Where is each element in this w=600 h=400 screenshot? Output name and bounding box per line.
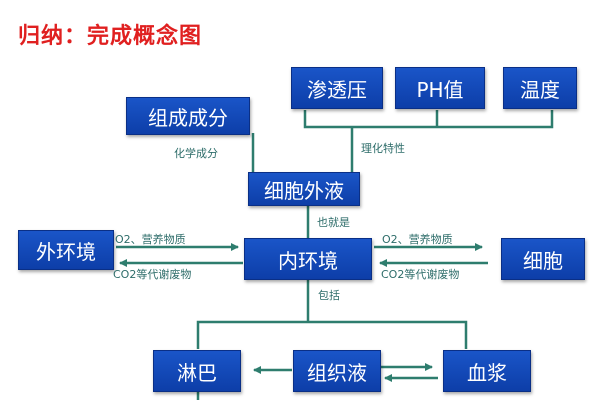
label-co2-wastes-right: CO2等代谢废物 bbox=[381, 268, 460, 281]
includes-bracket bbox=[196, 320, 468, 349]
properties-bracket bbox=[303, 110, 554, 129]
label-physicochemical-properties: 理化特性 bbox=[361, 142, 405, 155]
lymph-box: 淋巴 bbox=[153, 350, 241, 392]
label-chemical-components: 化学成分 bbox=[174, 147, 218, 160]
components-box: 组成成分 bbox=[126, 97, 250, 135]
tissue-fluid-box: 组织液 bbox=[293, 350, 381, 392]
ph-box: PH值 bbox=[395, 67, 485, 109]
extracellular-fluid-box: 细胞外液 bbox=[248, 172, 360, 206]
osmotic-pressure-box: 渗透压 bbox=[291, 67, 383, 109]
page-title: 归纳：完成概念图 bbox=[18, 24, 203, 49]
plasma-box: 血浆 bbox=[443, 350, 531, 392]
internal-environment-box: 内环境 bbox=[244, 238, 372, 280]
temperature-box: 温度 bbox=[503, 67, 577, 109]
label-includes: 包括 bbox=[318, 289, 340, 302]
label-also-called: 也就是 bbox=[317, 216, 350, 229]
label-co2-wastes-left: CO2等代谢废物 bbox=[113, 268, 192, 281]
cell-box: 细胞 bbox=[501, 238, 585, 280]
label-o2-nutrients-left: O2、营养物质 bbox=[115, 233, 186, 246]
external-environment-box: 外环境 bbox=[18, 230, 114, 270]
label-o2-nutrients-right: O2、营养物质 bbox=[382, 233, 453, 246]
